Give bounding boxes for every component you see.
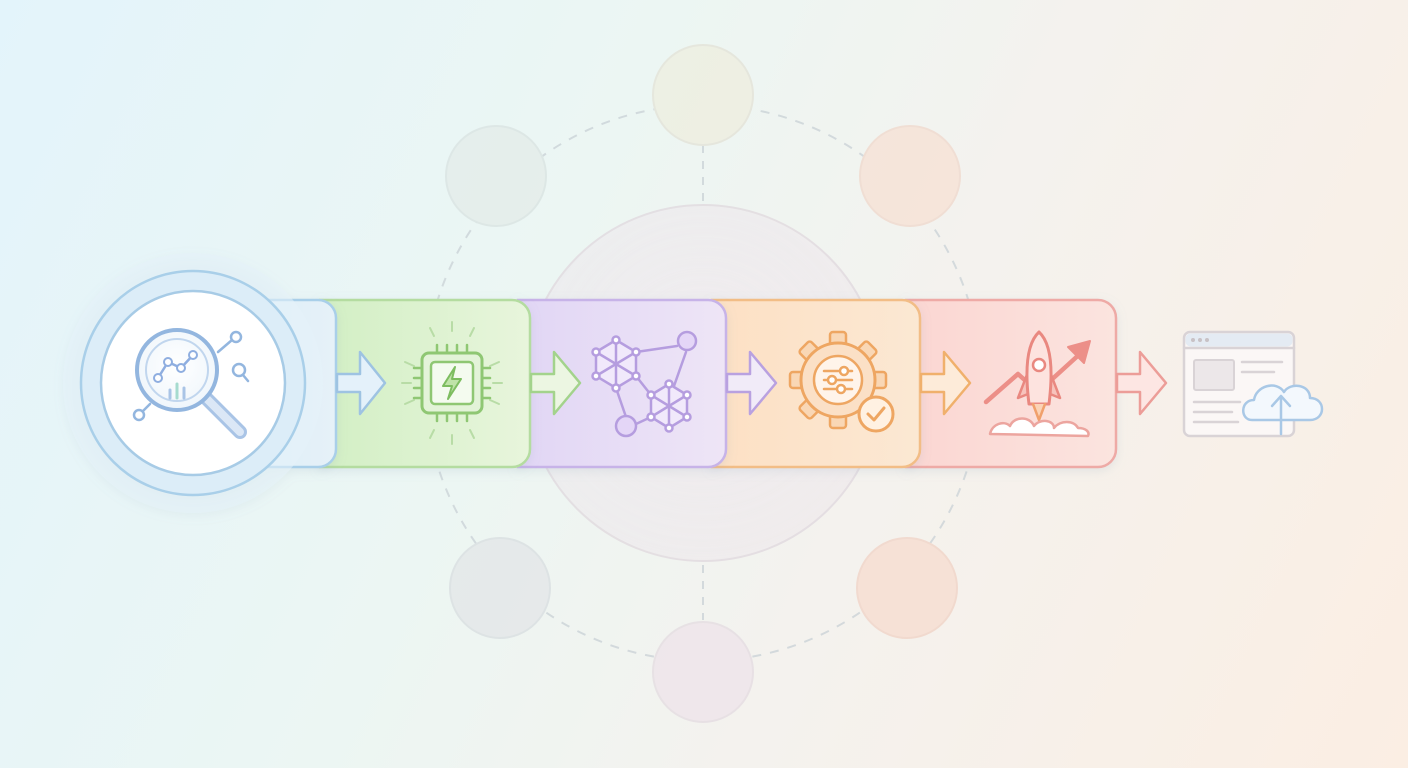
processor-chip-icon [401, 321, 503, 445]
arrow-connect-to-optimize [725, 350, 778, 416]
arrow-process-to-connect [529, 350, 582, 416]
magnifier-analytics-icon [132, 328, 250, 439]
gear-settings-check-icon [788, 330, 895, 433]
satellite-circle-top-left [445, 125, 547, 227]
satellite-circle-top [652, 44, 754, 146]
arrow-optimize-to-launch [919, 350, 972, 416]
browser-cloud-upload-icon [1182, 330, 1324, 438]
satellite-circle-bottom-left [449, 537, 551, 639]
rocket-growth-icon [983, 330, 1091, 438]
network-nodes-icon [591, 330, 698, 438]
satellite-circle-bottom-right [856, 537, 958, 639]
arrow-discover-to-process [335, 350, 387, 416]
satellite-circle-bottom [652, 621, 754, 723]
satellite-circle-top-right [859, 125, 961, 227]
arrow-launch-to-deploy [1115, 350, 1168, 416]
